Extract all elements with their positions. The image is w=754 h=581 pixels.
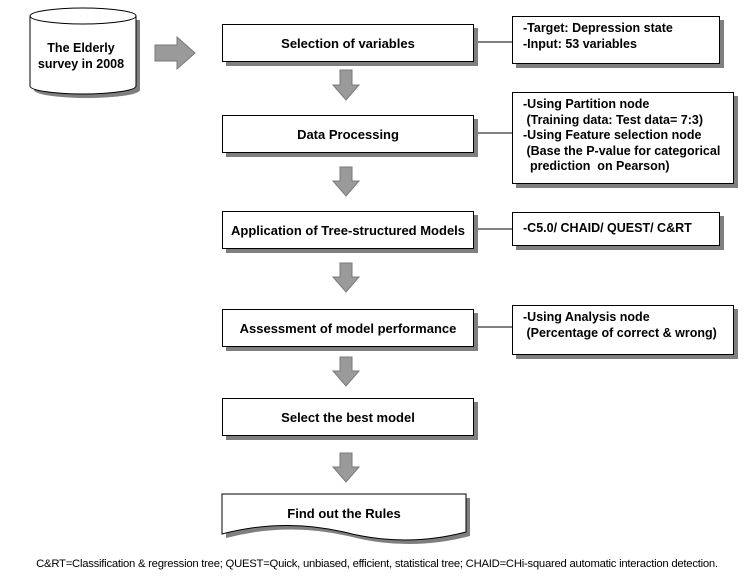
arrow-down-icon <box>331 262 361 293</box>
note-line: (Training data: Test data= 7:3) <box>523 112 704 127</box>
step-assessment: Assessment of model performance <box>222 309 474 347</box>
note-line: -Using Feature selection node <box>523 128 702 142</box>
document-shape <box>221 493 470 544</box>
database-label: The Elderly survey in 2008 <box>26 40 136 72</box>
note-line: -C5.0/ CHAID/ QUEST/ C&RT <box>523 221 692 235</box>
note-assessment: -Using Analysis node (Percentage of corr… <box>512 305 734 355</box>
step-label: Application of Tree-structured Models <box>230 222 466 238</box>
step-label: Assessment of model performance <box>239 320 457 336</box>
note-models: -C5.0/ CHAID/ QUEST/ C&RT <box>512 212 720 246</box>
database-cylinder <box>29 7 140 98</box>
step-data-processing: Data Processing <box>222 115 474 153</box>
database-label-line: survey in 2008 <box>37 57 125 71</box>
arrow-down-icon <box>331 69 361 101</box>
arrow-down-icon <box>331 166 361 197</box>
step-application-of-models: Application of Tree-structured Models <box>222 211 474 249</box>
note-variables: -Target: Depression state -Input: 53 var… <box>512 16 720 64</box>
arrow-down-icon <box>331 356 361 387</box>
note-line: prediction on Pearson) <box>523 159 670 173</box>
step-label: Find out the Rules <box>287 506 401 521</box>
step-select-best-model: Select the best model <box>222 398 474 436</box>
figure-caption: C&RT=Classification & regression tree; Q… <box>36 558 718 570</box>
note-line: -Using Analysis node <box>523 310 650 324</box>
arrow-down-icon <box>331 452 361 483</box>
note-line: (Percentage of correct & wrong) <box>523 325 717 340</box>
step-label: Selection of variables <box>281 35 415 51</box>
note-line: -Using Partition node <box>523 97 650 111</box>
step-find-out-rules: Find out the Rules <box>222 500 466 528</box>
step-label: Select the best model <box>281 409 415 425</box>
database-label-line: The Elderly <box>47 41 115 55</box>
arrow-right-icon <box>154 35 196 71</box>
step-label: Data Processing <box>297 126 399 142</box>
note-line: -Input: 53 variables <box>523 36 637 51</box>
note-line: (Base the P-value for categorical <box>523 143 721 158</box>
note-data-processing: -Using Partition node (Training data: Te… <box>512 92 734 184</box>
step-selection-of-variables: Selection of variables <box>222 24 474 62</box>
note-line: -Target: Depression state <box>523 21 673 35</box>
